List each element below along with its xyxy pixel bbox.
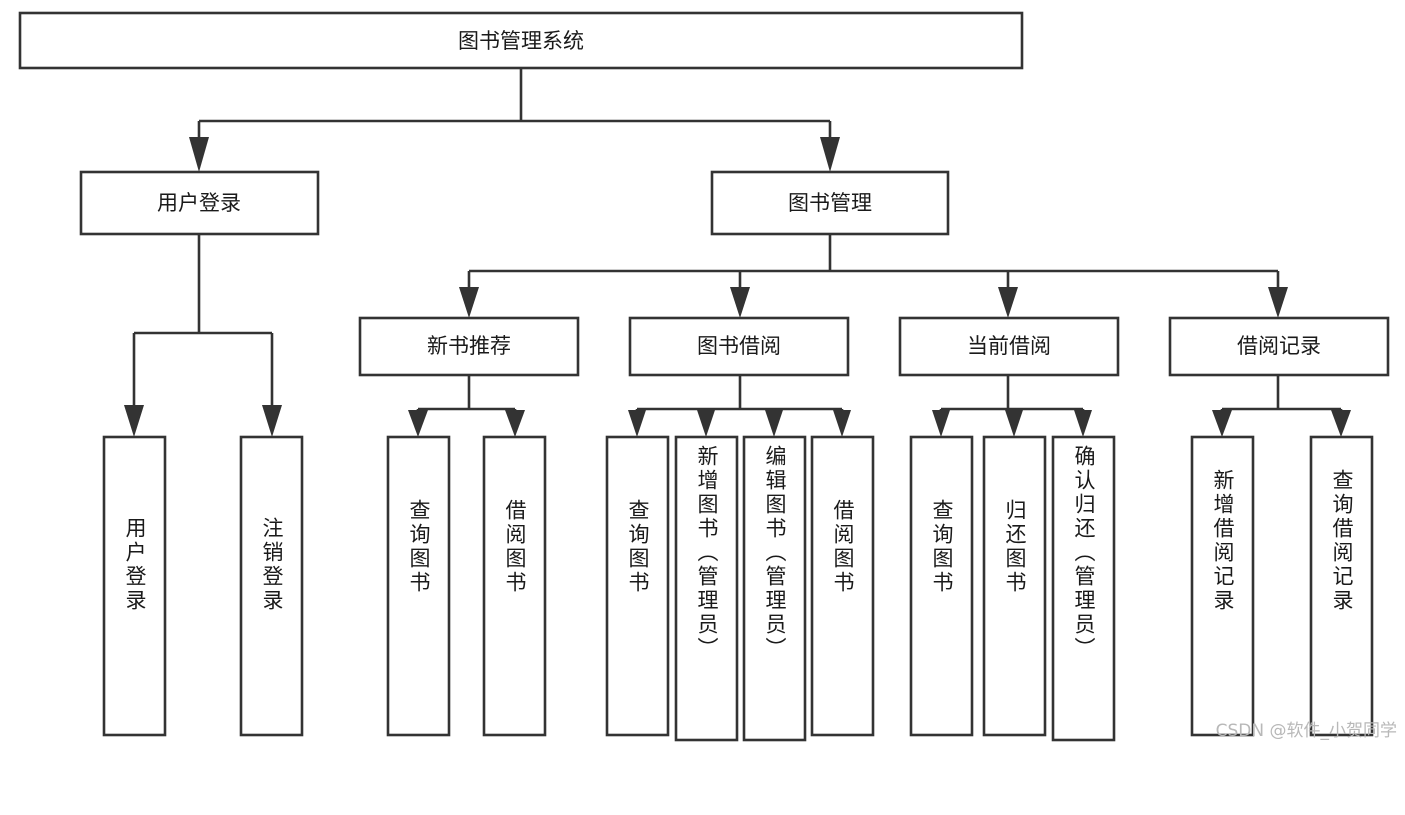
- arrow-head-leaf-return-book: [1005, 410, 1023, 437]
- node-book-management-label: 图书管理: [788, 191, 872, 215]
- node-root-label: 图书管理系统: [458, 29, 584, 53]
- node-leaf-query-book-borrow-box[interactable]: [605, 435, 670, 737]
- arrow-head-leaf-user-login: [124, 405, 144, 437]
- arrow-head-leaf-borrow-book: [833, 410, 851, 437]
- arrow-head-current-borrow: [998, 287, 1018, 318]
- node-leaf-add-borrow-record-box[interactable]: [1190, 435, 1255, 737]
- arrow-head-leaf-edit-book-admin: [765, 410, 783, 437]
- node-borrow-record-label: 借阅记录: [1237, 334, 1321, 358]
- arrow-head-leaf-add-borrow-record: [1212, 410, 1232, 437]
- connector-group-new-book-recommend: [408, 375, 525, 437]
- node-leaf-edit-book-admin-box[interactable]: [742, 435, 807, 742]
- node-leaf-query-book-current-box[interactable]: [909, 435, 974, 737]
- node-new-book-recommend-label: 新书推荐: [427, 334, 511, 358]
- arrow-head-book-borrow: [730, 287, 750, 318]
- node-book-borrow[interactable]: 图书借阅: [628, 316, 850, 377]
- node-leaf-confirm-return-admin-box[interactable]: [1051, 435, 1116, 742]
- flowchart-canvas: 图书管理系统 用户登录 图书管理 新书推荐 图书借阅 当前借阅 借阅记录: [18, 11, 1397, 742]
- node-new-book-recommend-box: [358, 316, 580, 377]
- node-leaf-borrow-book-recommend-box[interactable]: [482, 435, 547, 737]
- node-leaf-query-book-recommend-box[interactable]: [386, 435, 451, 737]
- arrow-head-borrow-record: [1268, 287, 1288, 318]
- arrow-head-leaf-query-book-current: [932, 410, 950, 437]
- watermark-text: CSDN @软件_小贺同学: [1215, 721, 1397, 741]
- node-borrow-record[interactable]: 借阅记录: [1168, 316, 1390, 377]
- node-user-login[interactable]: 用户登录: [79, 170, 320, 236]
- node-user-login-box: [79, 170, 320, 236]
- connector-group-book-management: [459, 234, 1288, 318]
- node-current-borrow-box: [898, 316, 1120, 377]
- arrow-head-leaf-query-book-recommend: [408, 410, 428, 437]
- node-leaf-add-book-admin-box[interactable]: [674, 435, 739, 742]
- node-current-borrow[interactable]: 当前借阅: [898, 316, 1120, 377]
- node-leaf-query-borrow-record-box[interactable]: [1309, 435, 1374, 737]
- connector-group-book-borrow: [628, 375, 851, 437]
- diagram-svg: 图书管理系统 用户登录 图书管理 新书推荐 图书借阅 当前借阅 借阅记录: [18, 11, 1390, 742]
- arrow-head-leaf-confirm-return-admin: [1074, 410, 1092, 437]
- connector-group-borrow-record: [1212, 375, 1351, 437]
- arrow-head-leaf-borrow-book-recommend: [505, 410, 525, 437]
- arrow-head-new-book-recommend: [459, 287, 479, 318]
- connector-group-user-login: [124, 234, 282, 437]
- node-book-management-box: [710, 170, 950, 236]
- node-leaf-borrow-book-box[interactable]: [810, 435, 875, 737]
- node-current-borrow-label: 当前借阅: [967, 334, 1051, 358]
- connector-group-root: [189, 68, 840, 172]
- node-root[interactable]: 图书管理系统: [18, 11, 1024, 70]
- arrow-head-leaf-add-book-admin: [697, 410, 715, 437]
- arrow-head-user-login: [189, 137, 209, 172]
- arrow-head-leaf-query-book-borrow: [628, 410, 646, 437]
- arrow-head-book-management: [820, 137, 840, 172]
- node-book-management[interactable]: 图书管理: [710, 170, 950, 236]
- node-leaf-user-logout-box[interactable]: [239, 435, 304, 737]
- node-book-borrow-box: [628, 316, 850, 377]
- node-borrow-record-box: [1168, 316, 1390, 377]
- arrow-head-leaf-user-logout: [262, 405, 282, 437]
- node-book-borrow-label: 图书借阅: [697, 334, 781, 358]
- connector-group-current-borrow: [932, 375, 1092, 437]
- node-user-login-label: 用户登录: [157, 191, 241, 215]
- node-leaf-return-book-box[interactable]: [982, 435, 1047, 737]
- node-leaf-user-login-box[interactable]: [102, 435, 167, 737]
- node-root-box: [18, 11, 1024, 70]
- arrow-head-leaf-query-borrow-record: [1331, 410, 1351, 437]
- node-new-book-recommend[interactable]: 新书推荐: [358, 316, 580, 377]
